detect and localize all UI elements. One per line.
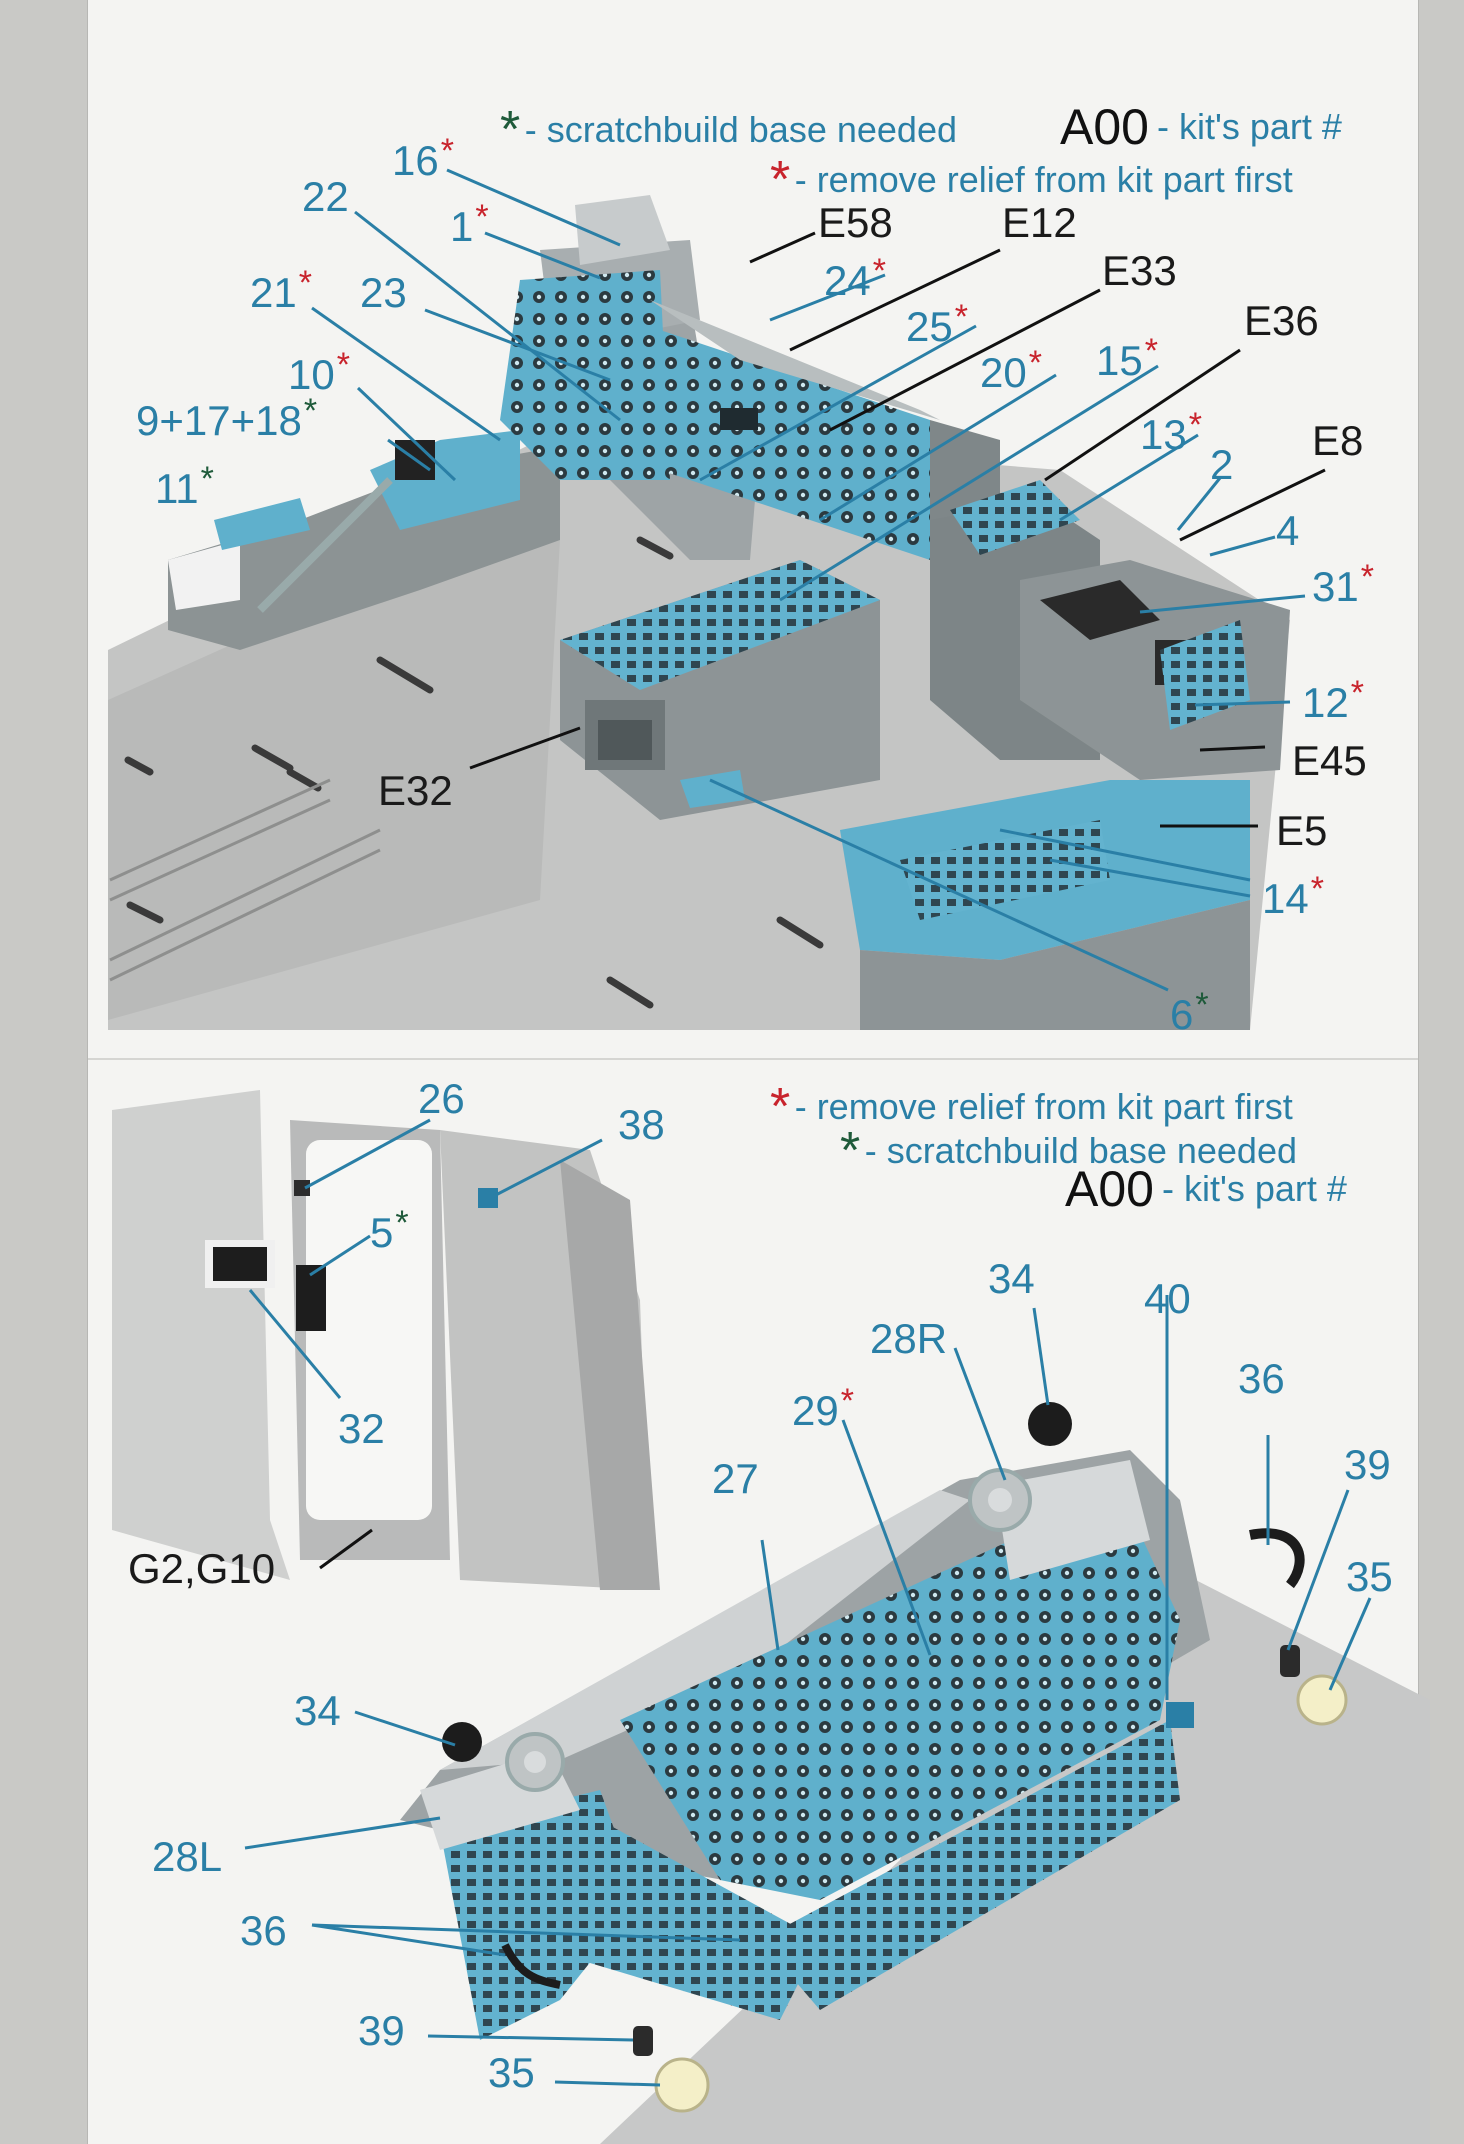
part-label-5: 5* [370, 1204, 409, 1256]
part-label-12: 12* [1302, 674, 1364, 726]
legend-kit-top: A00- kit's part # [1060, 98, 1342, 156]
part-label-31: 31* [1312, 558, 1374, 610]
green-star-icon: * [500, 101, 521, 159]
cockpit-tub-illustration [108, 195, 1290, 1030]
legend-kit-code: A00 [1065, 1161, 1154, 1217]
bottom-kit-leader-lines [319, 1528, 373, 1570]
part-label-35-left: 35 [488, 2049, 535, 2096]
red-star-icon: * [1188, 406, 1202, 444]
legend-kit-bottom: A00- kit's part # [1065, 1160, 1347, 1218]
part-label-36-right: 36 [1238, 1355, 1285, 1402]
part-label-35-right: 35 [1346, 1553, 1393, 1600]
part-label-27: 27 [712, 1455, 759, 1502]
part-label-32: 32 [338, 1405, 385, 1452]
green-star-icon: * [1195, 986, 1209, 1024]
part-label-E58: E58 [818, 199, 893, 246]
part-label-G2-G10: G2,G10 [128, 1545, 276, 1592]
part-label-14: 14* [1262, 870, 1324, 922]
red-star-icon: * [1350, 674, 1364, 712]
legend-remove-bottom: * - remove relief from kit part first [770, 1077, 1293, 1137]
part-label-13: 13* [1140, 406, 1202, 458]
red-star-icon: * [1310, 870, 1324, 908]
part-label-E33: E33 [1102, 247, 1177, 294]
red-star-icon: * [770, 1078, 791, 1136]
part-label-20: 20* [980, 344, 1042, 396]
legend-scratchbuild-bottom: * - scratchbuild base needed [840, 1121, 1297, 1181]
red-star-icon: * [475, 198, 489, 236]
part-label-4: 4 [1276, 507, 1300, 554]
legend-kit-text: - kit's part # [1161, 1168, 1347, 1209]
part-label-39-right: 39 [1344, 1441, 1391, 1488]
part-label-34-top: 34 [988, 1255, 1035, 1302]
part-label-E45: E45 [1292, 737, 1367, 784]
instrument-panel-illustration [400, 1402, 1430, 2144]
legend-scratchbuild-top: * - scratchbuild base needed [500, 100, 957, 160]
legend-remove-top: * - remove relief from kit part first [770, 150, 1293, 210]
part-label-40: 40 [1144, 1275, 1191, 1322]
part-label-24: 24* [824, 252, 886, 304]
red-star-icon: * [298, 264, 312, 302]
red-star-icon: * [336, 346, 350, 384]
fold-line [88, 1058, 1418, 1060]
part-label-E36: E36 [1244, 297, 1319, 344]
part-label-22: 22 [302, 173, 349, 220]
legend-remove-text: - remove relief from kit part first [794, 159, 1293, 200]
part-label-15: 15* [1096, 332, 1158, 384]
green-star-icon: * [200, 460, 214, 498]
part-label-28R: 28R [870, 1315, 948, 1362]
red-star-icon: * [1360, 558, 1374, 596]
part-label-16: 16* [392, 132, 454, 184]
legend-kit-text: - kit's part # [1156, 106, 1342, 147]
part-label-26: 26 [418, 1075, 465, 1122]
part-label-E12: E12 [1002, 199, 1077, 246]
part-label-E32: E32 [378, 767, 453, 814]
red-star-icon: * [954, 298, 968, 336]
part-label-25: 25* [906, 298, 968, 350]
part-label-28L: 28L [152, 1833, 223, 1880]
part-label-E8: E8 [1312, 417, 1364, 464]
part-label-39-left: 39 [358, 2007, 405, 2054]
door-frame-illustration [112, 1090, 660, 1590]
legend-remove-text: - remove relief from kit part first [794, 1086, 1293, 1127]
red-star-icon: * [872, 252, 886, 290]
bottom-leader-lines [244, 1118, 1372, 2087]
top-leader-lines [311, 168, 1306, 992]
red-star-icon: * [770, 151, 791, 209]
part-label-34-left: 34 [294, 1687, 341, 1734]
top-kit-leader-lines [469, 231, 1326, 828]
red-star-icon: * [1028, 344, 1042, 382]
part-label-21: 21* [250, 264, 312, 316]
part-label-29: 29* [792, 1382, 854, 1434]
part-label-11: 11* [155, 460, 214, 512]
part-label-9-17-18: 9+17+18* [136, 392, 318, 444]
part-label-2: 2 [1210, 441, 1234, 488]
legend-scratchbuild-text: - scratchbuild base needed [524, 109, 957, 150]
green-star-icon: * [303, 392, 318, 430]
part-label-1: 1* [450, 198, 489, 250]
part-label-23: 23 [360, 269, 407, 316]
legend-kit-code: A00 [1060, 99, 1149, 155]
part-label-10: 10* [288, 346, 350, 398]
part-label-36-left: 36 [240, 1907, 287, 1954]
red-star-icon: * [440, 132, 454, 170]
green-star-icon: * [395, 1204, 409, 1242]
part-label-E5: E5 [1276, 807, 1328, 854]
red-star-icon: * [840, 1382, 854, 1420]
part-label-38: 38 [618, 1101, 665, 1148]
red-star-icon: * [1144, 332, 1158, 370]
legend-scratchbuild-text: - scratchbuild base needed [864, 1130, 1297, 1171]
green-star-icon: * [840, 1122, 861, 1180]
part-label-6: 6* [1170, 986, 1209, 1038]
